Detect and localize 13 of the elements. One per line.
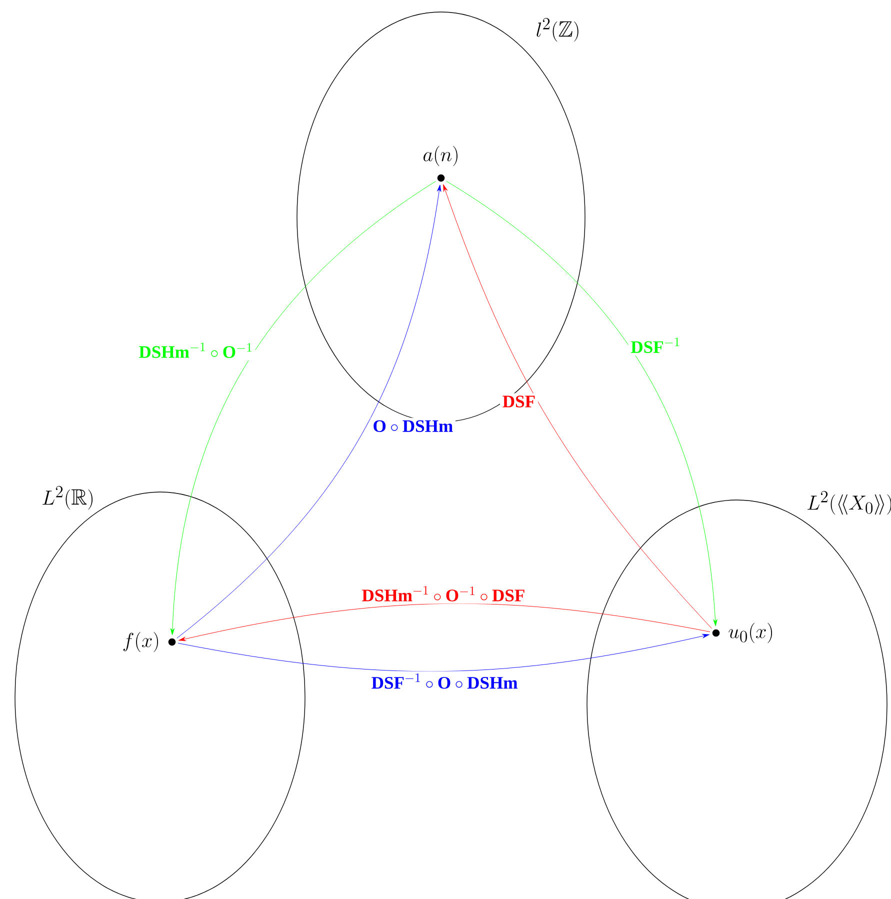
- point-label: $u_{0}(x)$: [728, 622, 772, 644]
- arrow: [178, 634, 710, 672]
- point-label: $f(x)$: [123, 632, 158, 652]
- set-label: $l^{2}(\mathbb{Z})$: [536, 18, 578, 42]
- edge-label: $\mathbf{DSHm}^{-1}\circ\mathbf{O}^{-1}$: [136, 340, 256, 360]
- edge-label: $\mathbf{DSF}^{-1}$: [628, 336, 684, 356]
- edge-label: $\mathbf{DSF}$: [500, 393, 538, 410]
- arrow: [178, 603, 710, 641]
- point-label: $a(n)$: [424, 146, 458, 166]
- set-label: $L^{2}(\mathbb{R})$: [42, 486, 93, 510]
- edge-label: $\mathbf{DSF}^{-1}\circ\mathbf{O}\circ\mathbf{DSHm}$: [368, 671, 520, 692]
- edge-label: $\mathbf{DSHm}^{-1}\circ\mathbf{O}^{-1}\circ\mathbf{DSF}$: [359, 584, 528, 604]
- edge-label: $\mathbf{O}\circ\mathbf{DSHm}$: [370, 418, 456, 434]
